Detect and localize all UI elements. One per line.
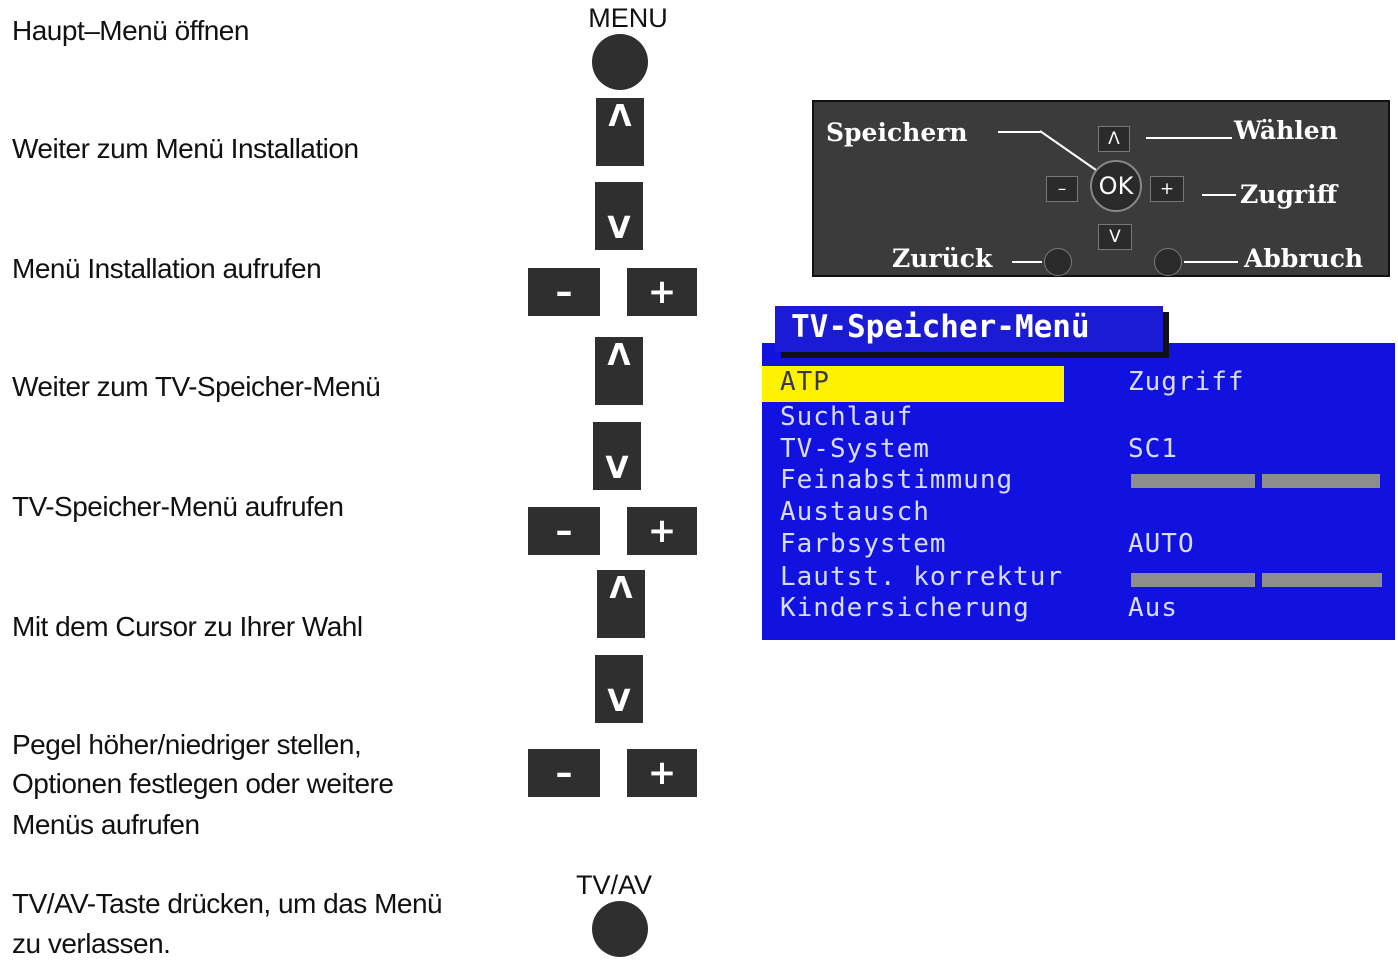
minus-button: – [528,268,600,316]
menu-button [592,34,648,90]
remote-back-key [1044,248,1072,276]
selection-highlight [762,366,1064,402]
menu-row-atp: ATP Zugriff [762,366,1395,402]
menu-row-name: Lautst. korrektur [780,562,1064,592]
plus-icon: + [647,272,677,312]
label-abbruch: Abbruch [1244,244,1364,273]
leader-line [1184,261,1238,263]
plus-button: + [627,268,697,316]
remote-minus-key: – [1046,176,1078,202]
down-button: V [595,182,643,250]
label-waehlen: Wählen [1234,116,1338,145]
menu-row-name: ATP [780,367,830,397]
step-adjust-line-1: Pegel höher/niedriger stellen, [12,729,362,760]
menu-row-value: Zugriff [1128,367,1245,397]
minus-button: – [528,507,600,555]
step-go-tv-memory: Weiter zum TV-Speicher-Menü [12,371,381,402]
step-open-tv-memory: TV-Speicher-Menü aufrufen [12,491,344,522]
plus-icon: + [647,511,677,551]
up-arrow-icon: Λ [607,338,631,373]
remote-down-key: V [1098,224,1132,250]
menu-row-austausch: Austausch [762,496,1395,528]
remote-cancel-key [1154,248,1182,276]
tv-menu-title: TV-Speicher-Menü [775,306,1163,352]
tvav-button-label: TV/AV [575,870,653,900]
tv-menu-panel: ATP Zugriff Suchlauf TV-System SC1 Feina… [762,343,1395,640]
leader-line [1146,137,1232,139]
step-cursor-choice: Mit dem Cursor zu Ihrer Wahl [12,611,363,642]
up-arrow-icon: Λ [608,99,632,134]
down-button: V [595,655,643,723]
label-zurueck: Zurück [892,244,993,273]
menu-row-value: Aus [1128,593,1178,623]
menu-row-name: Kindersicherung [780,593,1030,623]
menu-row-name: Farbsystem [780,529,947,559]
menu-row-name: TV-System [780,434,930,464]
menu-row-value: AUTO [1128,529,1195,559]
step-adjust-line-2: Optionen festlegen oder weitere [12,768,394,799]
menu-row-value: SC1 [1128,434,1178,464]
menu-row-feinabstimmung: Feinabstimmung [762,464,1395,496]
up-button: Λ [597,570,645,638]
remote-ok-key: OK [1090,160,1142,212]
step-go-installation: Weiter zum Menü Installation [12,133,359,164]
leader-line [1012,261,1042,263]
plus-icon: + [1159,179,1175,199]
menu-button-label: MENU [588,3,668,33]
minus-icon: – [555,272,573,312]
remote-plus-key: + [1150,176,1184,202]
menu-row-name: Austausch [780,497,930,527]
menu-row-name: Feinabstimmung [780,465,1014,495]
level-bar [1131,474,1255,488]
speichern-leader-diagonal [1040,130,1097,171]
down-arrow-icon: V [605,451,629,486]
minus-icon: – [1057,179,1067,199]
level-bar [1262,573,1382,587]
step-adjust-line-3: Menüs aufrufen [12,809,200,840]
level-bar [1131,573,1255,587]
leader-line [1202,194,1236,196]
menu-row-farbsystem: Farbsystem AUTO [762,528,1395,560]
menu-row-name: Suchlauf [780,402,914,432]
up-arrow-icon: Λ [609,571,633,606]
up-arrow-icon: Λ [1108,129,1120,149]
minus-icon: – [555,511,573,551]
down-button: V [593,422,641,490]
level-bar [1262,474,1380,488]
up-button: Λ [595,337,643,405]
label-zugriff: Zugriff [1240,180,1338,209]
down-arrow-icon: V [607,684,631,719]
up-button: Λ [596,98,644,166]
down-arrow-icon: V [1109,227,1121,247]
step-exit-line-2: zu verlassen. [12,928,171,959]
minus-button: – [528,749,600,797]
step-exit-line-1: TV/AV-Taste drücken, um das Menü [12,888,443,919]
down-arrow-icon: V [607,211,631,246]
remote-up-key: Λ [1098,126,1130,152]
label-speichern: Speichern [826,118,968,147]
menu-row-kindersicherung: Kindersicherung Aus [762,592,1395,624]
plus-button: + [627,749,697,797]
step-open-installation: Menü Installation aufrufen [12,253,322,284]
menu-row-suchlauf: Suchlauf [762,401,1395,433]
plus-button: + [627,507,697,555]
step-open-main-menu: Haupt–Menü öffnen [12,15,249,46]
tvav-button [592,901,648,957]
menu-row-tv-system: TV-System SC1 [762,433,1395,465]
minus-icon: – [555,753,573,793]
leader-line [998,131,1042,133]
menu-row-lautst-korrektur: Lautst. korrektur [762,561,1395,593]
plus-icon: + [647,753,677,793]
remote-control-diagram: Speichern Λ Wählen – OK + Zugriff V Zurü… [812,100,1390,277]
